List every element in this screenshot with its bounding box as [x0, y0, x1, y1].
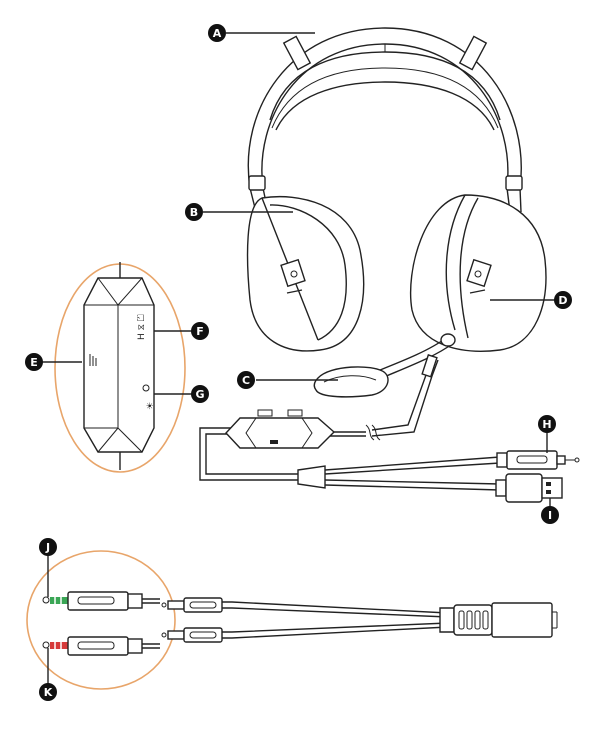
svg-text:F: F [196, 325, 204, 338]
microphone [313, 333, 456, 398]
left-earcup [246, 195, 365, 352]
callout-c: C [237, 371, 255, 389]
headband [247, 27, 523, 213]
audio-plug-h [496, 450, 580, 470]
svg-text:☀: ☀ [146, 402, 156, 410]
callout-g: G [191, 385, 209, 403]
svg-text:B: B [190, 206, 198, 219]
svg-text:C: C [242, 374, 250, 387]
callout-j: J [39, 538, 57, 556]
light-icon: ☀ [142, 384, 156, 410]
svg-text:E: E [30, 356, 38, 369]
callout-h: H [538, 415, 556, 433]
callout-a: A [208, 24, 226, 42]
svg-text:D: D [558, 294, 567, 307]
control-zoom-circle: H ⧖ ⏍ ☀ [54, 262, 186, 473]
callout-i: I [541, 506, 559, 524]
adapter-zoom-circle [26, 550, 176, 690]
audio-plug-j [42, 591, 160, 611]
inline-control [225, 409, 336, 449]
svg-text:A: A [213, 27, 222, 40]
callout-k: K [39, 683, 57, 701]
splitter [297, 456, 501, 491]
svg-text:J: J [45, 541, 50, 554]
adapter-plug-bottom [161, 627, 223, 643]
svg-text:K: K [44, 686, 53, 699]
callout-leaders [42, 32, 560, 690]
svg-text:H: H [542, 418, 551, 431]
callout-e: E [25, 353, 43, 371]
callout-b: B [185, 203, 203, 221]
audio-plug-k [42, 636, 160, 656]
callout-d: D [554, 291, 572, 309]
usb-plug-i [495, 473, 563, 503]
svg-text:H ⧖ ⏍: H ⧖ ⏍ [136, 314, 147, 340]
mic-mute-icon: H ⧖ ⏍ [136, 314, 147, 340]
main-cable [199, 354, 439, 481]
svg-text:I: I [548, 509, 552, 522]
adapter-plug-top [161, 597, 223, 613]
svg-text:G: G [195, 388, 204, 401]
volume-mark-icon [89, 354, 97, 366]
right-earcup [409, 194, 547, 352]
callout-f: F [191, 322, 209, 340]
adapter-cable [161, 597, 558, 643]
